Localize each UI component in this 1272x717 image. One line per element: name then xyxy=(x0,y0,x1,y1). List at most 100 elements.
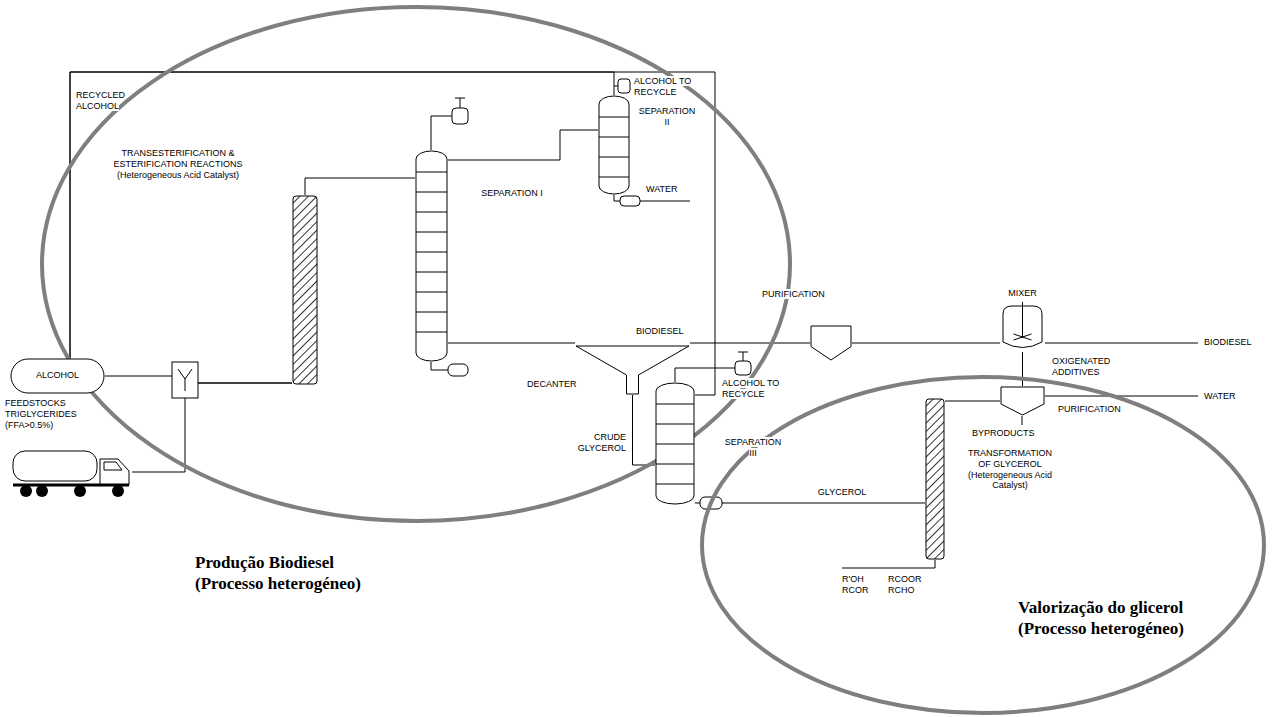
process-stream xyxy=(305,178,415,195)
process-stream xyxy=(695,503,925,504)
stream-label-box: CRUDE GLYCEROL xyxy=(566,432,626,454)
condenser-drum xyxy=(618,79,630,93)
stream-label-box: WATER xyxy=(646,184,686,195)
reboiler-line xyxy=(614,195,620,201)
region-ellipse: Valorização do glicerol (Processo hetero… xyxy=(700,375,1266,715)
equipment-label: ALCOHOL xyxy=(36,370,79,380)
reboiler-drum xyxy=(448,364,468,376)
process-stream xyxy=(448,343,575,344)
equipment-label-box: ALCOHOL xyxy=(12,370,103,381)
distillation-column-outline xyxy=(655,382,695,505)
equipment-label: TRANSESTERIFICATION & ESTERIFICATION REA… xyxy=(114,148,243,180)
reboiler-line xyxy=(431,362,448,370)
process-stream xyxy=(852,343,1000,344)
byproduct-outlet-line xyxy=(1022,416,1023,425)
condenser-drum xyxy=(735,361,751,375)
region-title-box: Valorização do glicerol (Processo hetero… xyxy=(1018,597,1243,640)
reactor-column: TRANSESTERIFICATION & ESTERIFICATION REA… xyxy=(100,140,322,390)
reboiler-drum xyxy=(620,196,640,206)
process-stream xyxy=(633,395,656,465)
stream-label: CRUDE GLYCEROL xyxy=(578,432,626,453)
equipment-label-box: PURIFICATION xyxy=(762,289,842,300)
stream-label-box: BIODIESEL xyxy=(636,326,692,337)
vent-line xyxy=(455,98,465,108)
equipment-label: DECANTER xyxy=(527,379,577,389)
feed-line xyxy=(842,560,935,568)
process-stream xyxy=(1022,352,1023,386)
process-stream xyxy=(132,383,292,472)
equipment-label: SEPARATION II xyxy=(639,106,696,127)
equipment-label: FEEDSTOCKS TRIGLYCERIDES (FFA>0.5%) xyxy=(5,398,77,430)
stream-label-box: ALCOHOL TO RECYCLE xyxy=(634,76,692,98)
distillation-column-outline xyxy=(415,150,448,362)
distillation-column: SEPARATION I xyxy=(405,145,547,365)
region-title: Valorização do glicerol (Processo hetero… xyxy=(1018,598,1184,638)
stream-label: ALCOHOL TO RECYCLE xyxy=(634,76,691,97)
stream-label: GLYCEROL xyxy=(818,487,866,497)
purification-unit-outline xyxy=(1000,386,1045,416)
reactor-column-outline xyxy=(292,195,318,385)
distillation-column-outline xyxy=(598,95,630,195)
equipment-label-box: SEPARATION III xyxy=(720,437,786,459)
product-outlet-line xyxy=(1045,343,1198,344)
process-stream xyxy=(945,401,1000,402)
equipment-label: SEPARATION I xyxy=(481,188,543,198)
feed-truck: FEEDSTOCKS TRIGLYCERIDES (FFA>0.5%) xyxy=(5,396,135,502)
stream-label-box: BYPRODUCTS xyxy=(972,428,1052,439)
process-stream xyxy=(70,72,614,358)
stream-label: WATER xyxy=(646,184,678,194)
equipment-label-box: PURIFICATION xyxy=(1058,404,1140,415)
stream-label: RCOOR RCHO xyxy=(888,574,922,595)
equipment-label-box: SEPARATION I xyxy=(480,188,544,199)
stream-label: BYPRODUCTS xyxy=(972,428,1035,438)
stream-label-box: RECYCLED ALCOHOL xyxy=(76,90,136,112)
reactor-column: TRANSFORMATION OF GLYCEROL (Heterogeneou… xyxy=(920,395,1062,565)
stream-label-box: RCOOR RCHO xyxy=(888,574,930,596)
region-ellipse-outline xyxy=(700,375,1266,715)
region-title-box: Produção Biodiesel (Processo heterogéneo… xyxy=(195,552,400,595)
stream-label-box: GLYCEROL xyxy=(810,487,874,498)
water-outlet-line xyxy=(1045,396,1198,397)
condenser-drum xyxy=(452,108,468,124)
stream-label: WATER xyxy=(1204,391,1236,401)
equipment-label-box: FEEDSTOCKS TRIGLYCERIDES (FFA>0.5%) xyxy=(5,398,93,430)
equipment-label-box: SEPARATION II xyxy=(636,106,698,128)
equipment-label: MIXER xyxy=(1008,288,1037,298)
purification-unit: PURIFICATION xyxy=(998,384,1143,420)
equipment-label-box: TRANSFORMATION OF GLYCEROL (Heterogeneou… xyxy=(962,448,1058,491)
water-outlet-line xyxy=(640,201,690,202)
stream-label-box: WATER xyxy=(1204,391,1249,402)
equipment-label-box: DECANTER xyxy=(527,379,587,390)
stream-label: R'OH RCOR xyxy=(842,574,869,595)
stream-label: BIODIESEL xyxy=(1204,337,1252,347)
process-stream xyxy=(690,343,810,344)
equipment-label-box: MIXER xyxy=(995,288,1050,299)
condenser-line xyxy=(431,116,452,150)
feed-truck-outline xyxy=(12,445,132,499)
stream-label-box: R'OH RCOR xyxy=(842,574,874,596)
equipment-label: PURIFICATION xyxy=(1058,404,1121,414)
stream-label: OXIGENATED ADDITIVES xyxy=(1052,356,1110,377)
stream-label: BIODIESEL xyxy=(636,326,684,336)
process-stream xyxy=(70,72,715,395)
equipment-label-box: TRANSESTERIFICATION & ESTERIFICATION REA… xyxy=(112,148,244,180)
condenser-line xyxy=(614,86,618,87)
mixer-vessel: MIXER xyxy=(995,286,1050,354)
equipment-label: SEPARATION III xyxy=(725,437,782,458)
region-title: Produção Biodiesel (Processo heterogéneo… xyxy=(195,553,361,593)
storage-tank: ALCOHOL xyxy=(10,356,107,396)
reactor-column-outline xyxy=(925,398,945,560)
y-mixer xyxy=(172,362,198,398)
stream-label-box: ALCOHOL TO RECYCLE xyxy=(722,378,780,400)
stream-label: RECYCLED ALCOHOL xyxy=(76,90,125,111)
purification-unit-outline xyxy=(810,325,852,361)
stream-label-box: OXIGENATED ADDITIVES xyxy=(1052,356,1144,378)
stream-label: ALCOHOL TO RECYCLE xyxy=(722,378,779,399)
equipment-label: PURIFICATION xyxy=(762,289,825,299)
process-stream xyxy=(448,130,598,160)
vent-line xyxy=(738,352,748,361)
purification-unit: PURIFICATION xyxy=(758,286,856,364)
mixer-vessel-outline xyxy=(1000,302,1045,352)
equipment-label: TRANSFORMATION OF GLYCEROL (Heterogeneou… xyxy=(968,448,1052,490)
y-symbol xyxy=(178,369,192,391)
